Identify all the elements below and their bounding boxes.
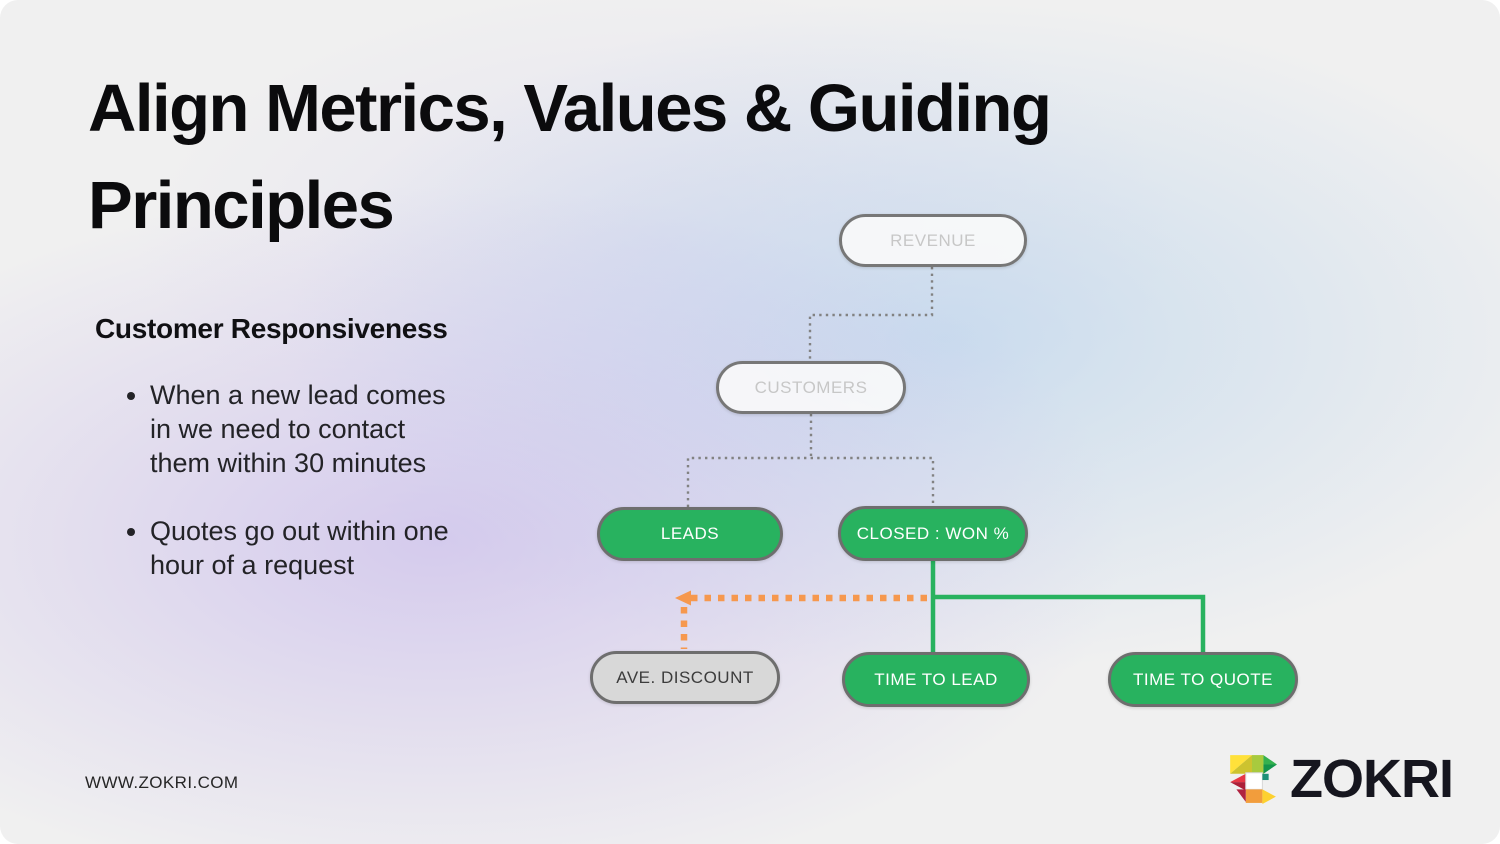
connector-closedwon-timetoquote: [933, 594, 1206, 652]
connector-customers-children: [686, 456, 935, 507]
slide-title: Align Metrics, Values & Guiding Principl…: [88, 71, 1052, 243]
zokri-logo-text: ZOKRI: [1290, 749, 1454, 809]
zokri-logo-mark-icon: [1230, 755, 1277, 804]
node-closed-won-label: CLOSED : WON %: [856, 523, 1010, 543]
node-ave-discount-label: AVE. DISCOUNT: [616, 667, 754, 687]
node-ave-discount: AVE. DISCOUNT: [590, 651, 780, 704]
bullet-item: Quotes go out within one hour of a reque…: [150, 514, 449, 582]
node-leads: LEADS: [597, 507, 783, 561]
section-heading: Customer Responsiveness: [95, 313, 448, 344]
website-url: WWW.ZOKRI.COM: [85, 773, 239, 792]
node-time-to-quote: TIME TO QUOTE: [1108, 652, 1298, 707]
node-time-to-lead: TIME TO LEAD: [842, 652, 1030, 707]
node-customers-label: CUSTOMERS: [754, 377, 868, 397]
connector-revenue-customers: [808, 267, 934, 360]
bullet-item: When a new lead comes in we need to cont…: [150, 378, 449, 480]
node-revenue-label: REVENUE: [890, 230, 976, 250]
node-closed-won: CLOSED : WON %: [838, 506, 1028, 561]
node-leads-label: LEADS: [660, 524, 720, 543]
node-time-to-lead-label: TIME TO LEAD: [874, 669, 998, 689]
node-revenue: REVENUE: [839, 214, 1027, 267]
zokri-logo: ZOKRI: [1226, 749, 1454, 809]
orange-arrowhead-icon: [675, 590, 691, 606]
node-customers: CUSTOMERS: [716, 361, 906, 414]
node-time-to-quote-label: TIME TO QUOTE: [1133, 669, 1273, 689]
bullet-list: When a new lead comes in we need to cont…: [120, 378, 449, 616]
